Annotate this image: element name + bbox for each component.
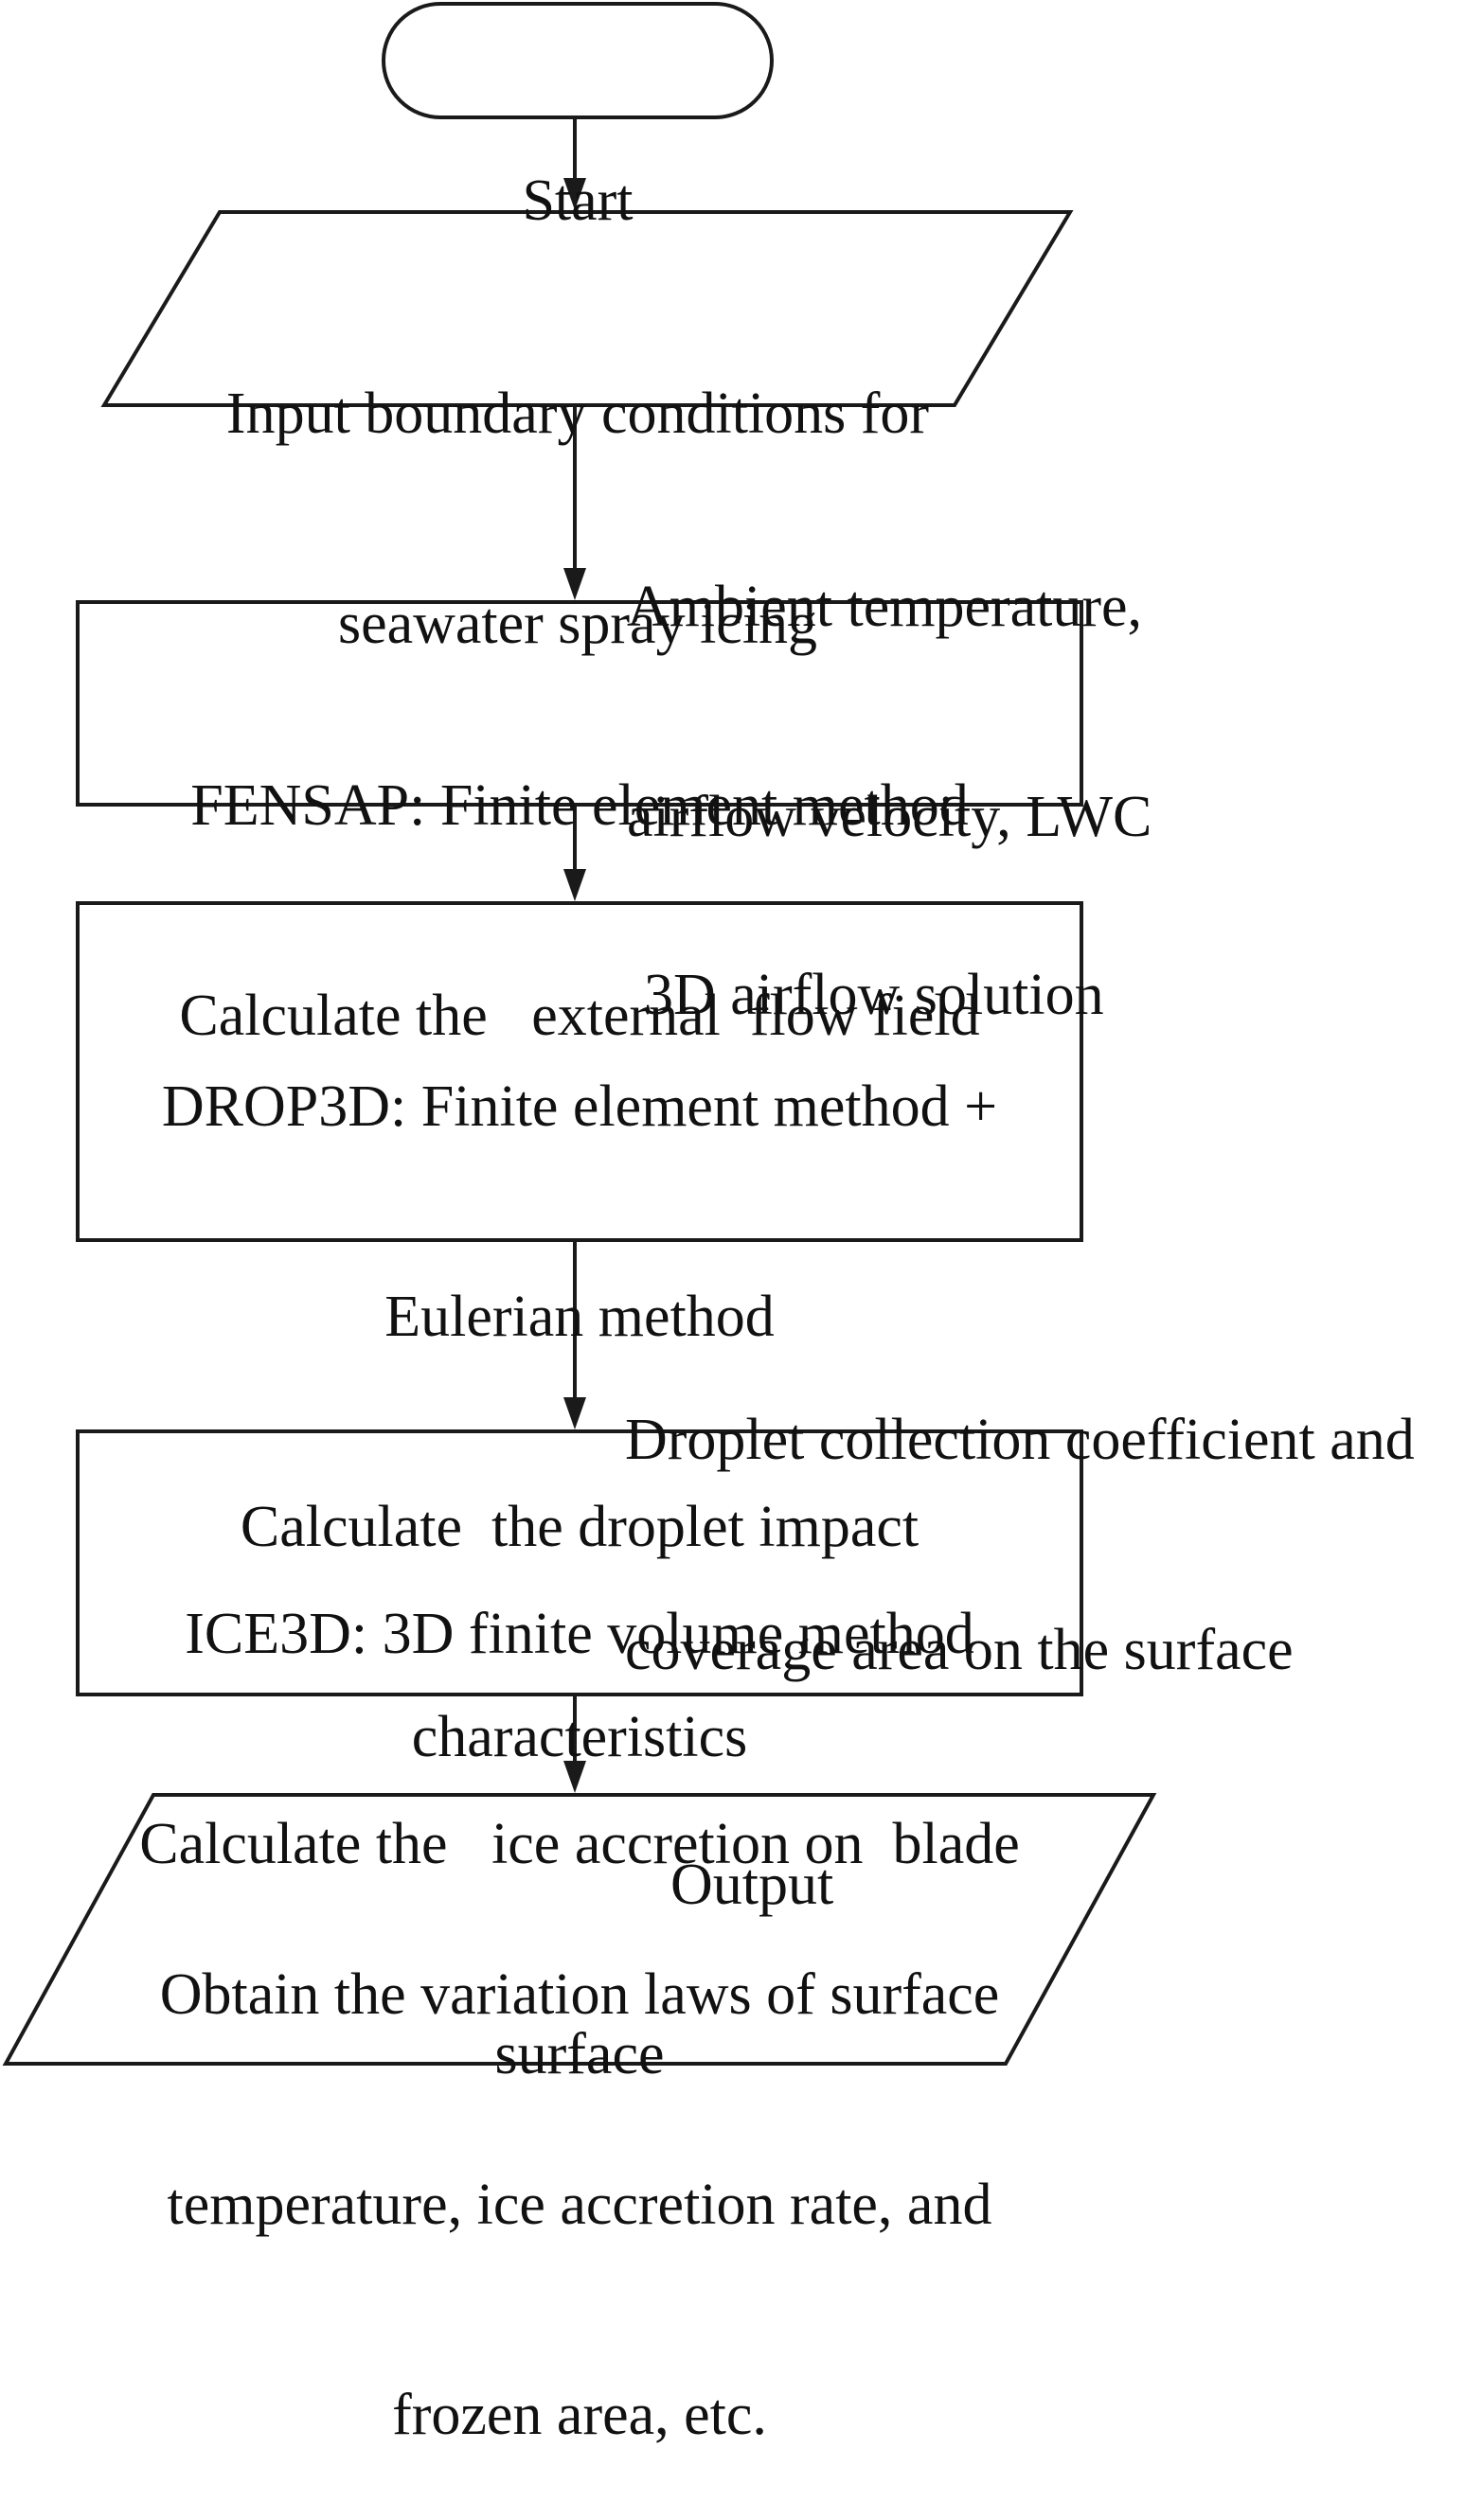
drop3d-label-line: Eulerian method	[384, 1285, 775, 1349]
input-parallelogram	[100, 210, 1074, 407]
ice3d-process-box	[76, 1429, 1083, 1696]
fensap-process-box	[76, 600, 1083, 807]
edge-label-line: Output	[670, 1853, 834, 1917]
edge-label-line: Ambient temperature,	[627, 575, 1143, 639]
input-label-line: seawater spray icing	[337, 592, 818, 656]
edge-label-line: 3D airflow solution	[644, 963, 1104, 1027]
flowchart	[2, 2, 1157, 2066]
edge-label-drop3d-ice3d: Droplet collection coefficient and cover…	[625, 1265, 1415, 1755]
drop3d-label-line: DROP3D: Finite element method +	[161, 1074, 998, 1139]
output-label-line: frozen area, etc.	[392, 2383, 767, 2447]
output-label-line: temperature, ice accretion rate, and	[167, 2173, 992, 2237]
output-parallelogram	[2, 1793, 1157, 2066]
arrowhead-start-input	[563, 178, 586, 210]
edge-label-line: airflow velocity, LWC	[627, 785, 1152, 849]
ice3d-label: ICE3D: 3D finite volume method Calculate…	[78, 1459, 1081, 2159]
drop3d-label: DROP3D: Finite element method + Eulerian…	[78, 932, 1081, 1842]
output-label: Obtain the variation laws of surface tem…	[106, 1819, 1053, 2520]
ice3d-label-line: Calculate the ice accretion on blade	[139, 1812, 1020, 1876]
drop3d-process-box	[76, 901, 1083, 1242]
fensap-label: FENSAP: Finite element method Calculate …	[78, 630, 1081, 1121]
arrowhead-ice3d-output	[563, 1761, 586, 1793]
edge-label-fensap-drop3d: 3D airflow solution	[644, 820, 1104, 1100]
arrowhead-drop3d-ice3d	[563, 1397, 586, 1429]
start-label-line: Start	[522, 169, 634, 233]
fensap-label-line: Calculate the external flow field	[179, 984, 980, 1048]
arrowhead-fensap-drop3d	[563, 869, 586, 901]
input-label: Input boundary conditions for seawater s…	[142, 239, 1013, 729]
start-label: Start	[384, 26, 772, 306]
edge-label-ice3d-output: Output	[670, 1710, 833, 1990]
drop3d-label-line: characteristics	[411, 1705, 748, 1769]
edge-label-line: coverage area on the surface	[625, 1618, 1294, 1682]
edge-label-line: Droplet collection coefficient and	[625, 1408, 1415, 1472]
edge-label-input-fensap: Ambient temperature, airflow velocity, L…	[627, 432, 1152, 922]
output-label-line: Obtain the variation laws of surface	[159, 1962, 1000, 2027]
input-label-line: Input boundary conditions for	[225, 382, 930, 446]
arrowhead-input-fensap	[563, 568, 586, 600]
drop3d-label-line: Calculate the droplet impact	[240, 1495, 920, 1559]
ice3d-label-line: ICE3D: 3D finite volume method	[185, 1602, 974, 1666]
start-terminator	[382, 2, 774, 119]
fensap-label-line: FENSAP: Finite element method	[190, 773, 969, 838]
